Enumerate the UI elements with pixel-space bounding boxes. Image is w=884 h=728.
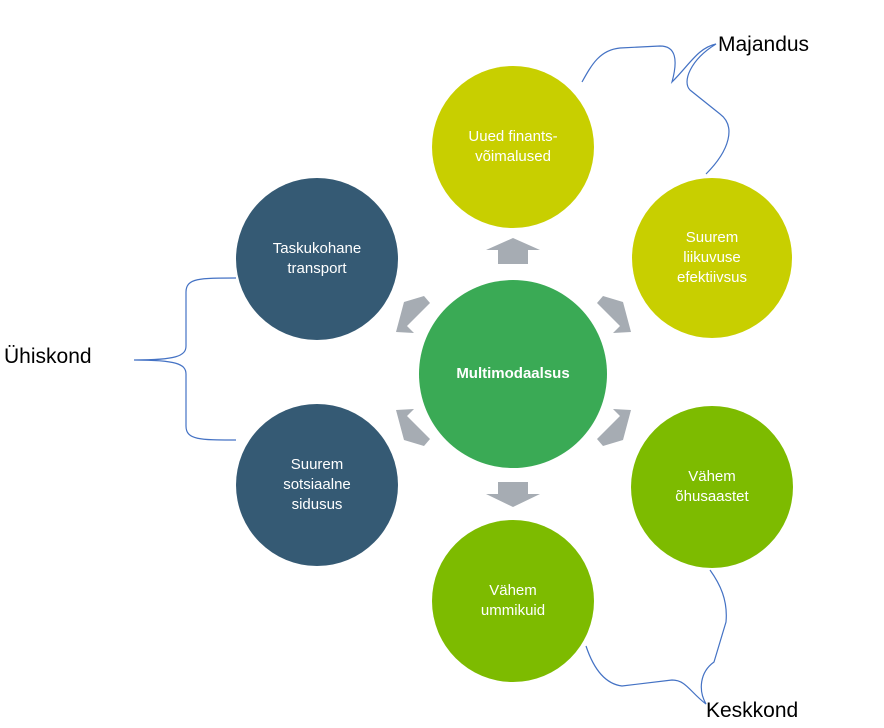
node-top: Uued finants- võimalused	[432, 66, 594, 228]
arrow-lower-right	[597, 409, 631, 446]
node-lower-right-label: Vähem õhusaastet	[675, 468, 749, 505]
node-upper-right: Suurem liikuvuse efektiivsus	[632, 178, 792, 338]
arrow-upper-right	[597, 296, 631, 333]
node-lower-right: Vähem õhusaastet	[631, 406, 793, 568]
group-label-society: Ühiskond	[4, 345, 92, 368]
arrow-upper-left	[396, 296, 430, 333]
center-label: Multimodaalsus	[456, 365, 570, 382]
group-label-economy: Majandus	[718, 33, 810, 56]
node-bottom: Vähem ummikuid	[432, 520, 594, 682]
arrow-lower-left	[396, 409, 430, 446]
node-top-label: Uued finants- võimalused	[468, 128, 558, 165]
node-upper-left-label: Taskukohane transport	[272, 240, 362, 277]
brace-economy	[581, 43, 730, 175]
arrow-down	[486, 482, 540, 507]
node-lower-left: Suurem sotsiaalne sidusus	[236, 404, 398, 566]
group-label-environment: Keskkond	[706, 699, 799, 722]
node-center: Multimodaalsus	[419, 280, 607, 468]
node-lower-left-label: Suurem sotsiaalne sidusus	[283, 456, 351, 513]
arrow-up	[486, 238, 540, 264]
node-bottom-label: Vähem ummikuid	[480, 582, 546, 619]
brace-environment	[585, 569, 727, 705]
node-upper-left: Taskukohane transport	[236, 178, 398, 340]
brace-society	[133, 277, 237, 441]
node-upper-right-label: Suurem liikuvuse efektiivsus	[676, 229, 748, 286]
